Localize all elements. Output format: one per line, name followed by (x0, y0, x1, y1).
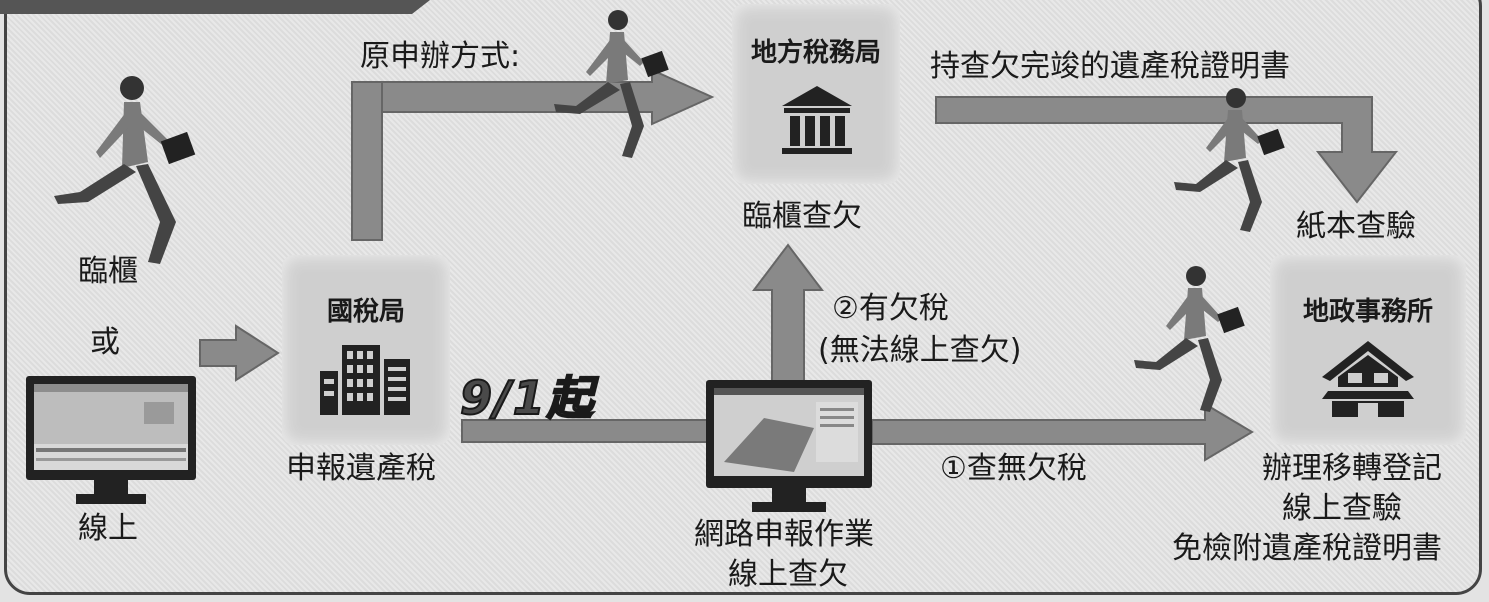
arrow-no-tax-due (871, 402, 1254, 462)
online-computer-icon (26, 376, 196, 504)
counter-check-label: 臨櫃查欠 (742, 199, 862, 234)
online-inspection-label: 線上查驗 (1282, 491, 1402, 526)
online-check-label: 線上查欠 (728, 557, 848, 592)
running-person-icon (1134, 266, 1245, 412)
land-office-box: 地政事務所 (1270, 255, 1466, 445)
paper-inspection-label: 紙本查驗 (1296, 209, 1416, 244)
or-label: 或 (90, 325, 120, 360)
no-certificate-needed-label: 免檢附遺產稅證明書 (1172, 531, 1442, 566)
arrow-certificate (935, 96, 1399, 204)
arrow-has-tax-due (751, 243, 825, 396)
cannot-check-online-label: (無法線上查欠) (818, 333, 1022, 368)
house-icon (1322, 341, 1414, 417)
local-tax-bureau-box: 地方稅務局 (732, 4, 900, 184)
file-estate-tax-label: 申報遺產稅 (286, 451, 436, 486)
has-tax-due-label: ②有欠稅 (832, 291, 949, 326)
carry-certificate-label: 持查欠完竣的遺產稅證明書 (930, 49, 1290, 84)
running-person-icon (554, 10, 669, 158)
running-person-icon (1174, 88, 1285, 232)
header-tab (0, 0, 430, 14)
office-building-icon (320, 345, 410, 415)
start-date-label: 9/1起 (459, 370, 595, 426)
no-tax-due-label: ①查無欠稅 (940, 451, 1087, 486)
national-tax-bureau-box: 國稅局 (282, 255, 450, 445)
online-filing-label: 網路申報作業 (694, 517, 874, 552)
online-label: 線上 (78, 511, 138, 546)
land-office-title: 地政事務所 (1302, 297, 1433, 327)
counter-label: 臨櫃 (78, 254, 138, 289)
arrow-into-ntb (199, 324, 280, 382)
transfer-registration-label: 辦理移轉登記 (1262, 451, 1442, 486)
local-tax-bureau-title: 地方稅務局 (750, 38, 881, 68)
national-tax-bureau-title: 國稅局 (326, 297, 405, 327)
arrow-original-vertical (351, 81, 383, 241)
online-filing-computer-icon (706, 380, 872, 512)
original-method-label: 原申辦方式: (360, 39, 521, 74)
running-person-icon (54, 76, 196, 264)
tax-office-icon (782, 86, 852, 154)
arrow-original-horizontal (352, 68, 715, 126)
